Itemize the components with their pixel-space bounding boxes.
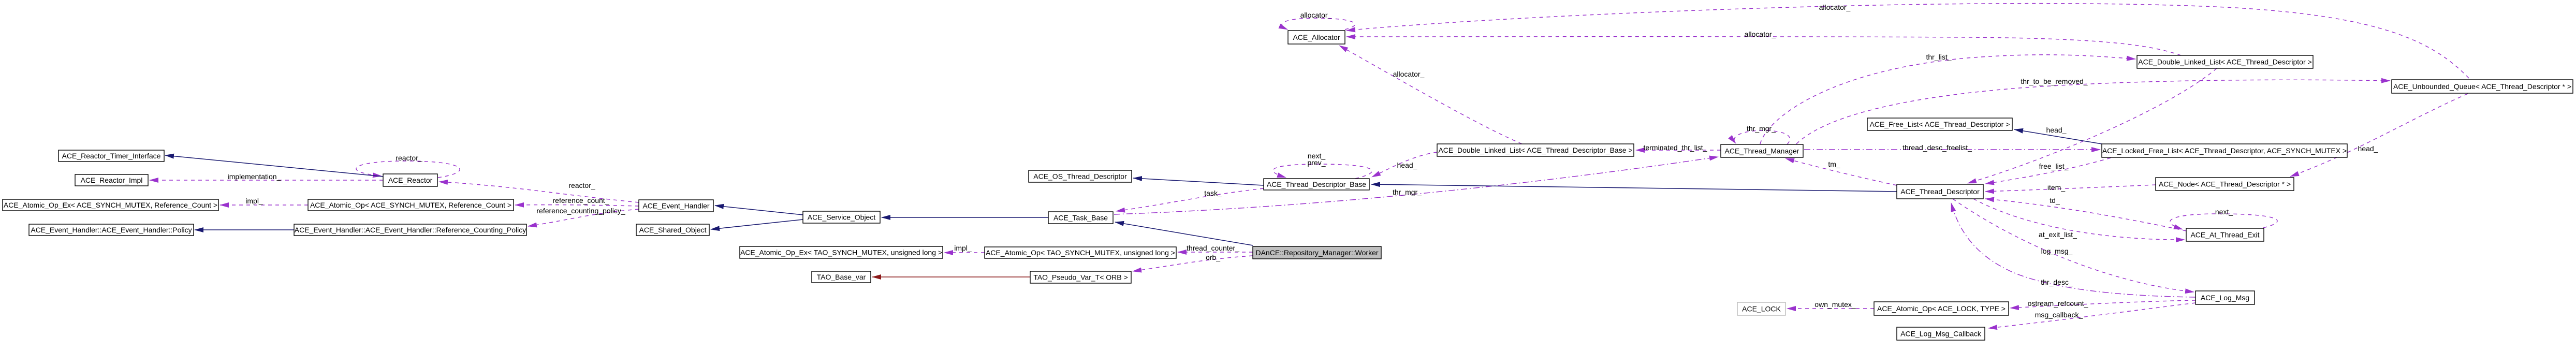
svg-text:log_msg_: log_msg_ (2041, 247, 2073, 255)
svg-text:head_: head_ (2046, 126, 2067, 134)
svg-text:terminated_thr_list_: terminated_thr_list_ (1644, 143, 1707, 152)
svg-text:allocator_: allocator_ (1745, 30, 1776, 38)
svg-text:at_exit_list_: at_exit_list_ (2039, 230, 2077, 239)
svg-text:ACE_Atomic_Op_Ex< TAO_SYNCH_MU: ACE_Atomic_Op_Ex< TAO_SYNCH_MUTEX, unsig… (740, 248, 942, 257)
svg-text:orb_: orb_ (1206, 253, 1220, 261)
svg-text:ACE_Unbounded_Queue< ACE_Threa: ACE_Unbounded_Queue< ACE_Thread_Descript… (2393, 82, 2571, 91)
svg-text:ACE_Atomic_Op_Ex< ACE_SYNCH_MU: ACE_Atomic_Op_Ex< ACE_SYNCH_MUTEX, Refer… (4, 201, 217, 209)
svg-text:impl_: impl_ (954, 244, 972, 252)
svg-text:ACE_Event_Handler::ACE_Event_H: ACE_Event_Handler::ACE_Event_Handler::Re… (295, 226, 526, 234)
svg-text:allocator_: allocator_ (1300, 11, 1332, 19)
svg-text:ACE_Log_Msg_Callback: ACE_Log_Msg_Callback (1900, 330, 1982, 338)
svg-text:reactor_: reactor_ (568, 181, 595, 189)
svg-text:next_: next_ (1308, 152, 1325, 160)
svg-text:thr_mgr_: thr_mgr_ (1747, 124, 1776, 133)
svg-text:ACE_Log_Msg: ACE_Log_Msg (2201, 294, 2249, 302)
svg-text:ACE_Node< ACE_Thread_Descripto: ACE_Node< ACE_Thread_Descriptor * > (2159, 180, 2291, 188)
svg-text:impl_: impl_ (245, 197, 263, 205)
svg-text:reference_count_: reference_count_ (553, 196, 609, 204)
svg-text:tm_: tm_ (1828, 160, 1840, 168)
svg-text:td_: td_ (2050, 196, 2060, 204)
svg-text:ACE_Thread_Manager: ACE_Thread_Manager (1725, 147, 1799, 155)
svg-text:ACE_Shared_Object: ACE_Shared_Object (639, 226, 707, 234)
svg-text:reactor_: reactor_ (396, 154, 422, 162)
svg-text:DAnCE::Repository_Manager::Wor: DAnCE::Repository_Manager::Worker (1255, 248, 1378, 257)
svg-text:thr_mgr_: thr_mgr_ (1393, 188, 1422, 196)
svg-text:ACE_Allocator: ACE_Allocator (1293, 33, 1340, 41)
svg-text:ACE_LOCK: ACE_LOCK (1742, 305, 1781, 313)
svg-text:head_: head_ (2358, 144, 2378, 153)
svg-text:ACE_Reactor_Timer_Interface: ACE_Reactor_Timer_Interface (62, 152, 161, 160)
svg-text:thr_desc_: thr_desc_ (2041, 278, 2073, 286)
svg-text:thr_to_be_removed_: thr_to_be_removed_ (2021, 77, 2087, 85)
svg-text:thread_desc_freelist_: thread_desc_freelist_ (1902, 143, 1972, 152)
svg-text:task_: task_ (1204, 189, 1222, 197)
svg-text:ACE_Event_Handler::ACE_Event_H: ACE_Event_Handler::ACE_Event_Handler::Po… (31, 226, 192, 234)
svg-text:reference_counting_policy_: reference_counting_policy_ (536, 207, 625, 215)
svg-text:thread_counter_: thread_counter_ (1187, 244, 1239, 252)
svg-text:ACE_Thread_Descriptor: ACE_Thread_Descriptor (1900, 187, 1980, 196)
svg-text:ACE_Reactor_Impl: ACE_Reactor_Impl (81, 176, 143, 184)
svg-text:ostream_refcount_: ostream_refcount_ (2028, 299, 2088, 308)
svg-text:msg_callback_: msg_callback_ (2035, 311, 2083, 319)
svg-text:next_: next_ (2215, 208, 2233, 216)
svg-text:thr_list_: thr_list_ (1926, 53, 1951, 61)
svg-text:ACE_Service_Object: ACE_Service_Object (808, 213, 876, 222)
svg-text:item_: item_ (2047, 183, 2065, 192)
svg-text:ACE_Reactor: ACE_Reactor (388, 176, 433, 184)
svg-text:ACE_OS_Thread_Descriptor: ACE_OS_Thread_Descriptor (1033, 172, 1127, 181)
svg-text:ACE_Atomic_Op< ACE_LOCK, TYPE: ACE_Atomic_Op< ACE_LOCK, TYPE > (1877, 304, 2006, 313)
svg-text:prev_: prev_ (1307, 158, 1325, 167)
svg-text:ACE_Double_Linked_List< ACE_Th: ACE_Double_Linked_List< ACE_Thread_Descr… (1438, 146, 1632, 154)
svg-text:allocator_: allocator_ (1393, 70, 1425, 78)
svg-text:own_mutex_: own_mutex_ (1814, 300, 1856, 309)
svg-text:TAO_Base_var: TAO_Base_var (817, 273, 866, 281)
svg-text:ACE_Free_List< ACE_Thread_Desc: ACE_Free_List< ACE_Thread_Descriptor > (1870, 120, 2010, 128)
svg-text:free_list_: free_list_ (2039, 162, 2069, 170)
svg-text:ACE_Atomic_Op< TAO_SYNCH_MUTEX: ACE_Atomic_Op< TAO_SYNCH_MUTEX, unsigned… (986, 248, 1175, 257)
svg-text:ACE_At_Thread_Exit: ACE_At_Thread_Exit (2190, 231, 2259, 239)
svg-text:ACE_Atomic_Op< ACE_SYNCH_MUTEX: ACE_Atomic_Op< ACE_SYNCH_MUTEX, Referenc… (310, 201, 511, 209)
svg-text:TAO_Pseudo_Var_T< ORB >: TAO_Pseudo_Var_T< ORB > (1033, 273, 1128, 282)
svg-text:head_: head_ (1397, 161, 1417, 169)
svg-text:ACE_Thread_Descriptor_Base: ACE_Thread_Descriptor_Base (1267, 180, 1366, 188)
svg-text:allocator_: allocator_ (1819, 3, 1851, 11)
svg-text:ACE_Double_Linked_List< ACE_Th: ACE_Double_Linked_List< ACE_Thread_Descr… (2138, 58, 2311, 66)
svg-text:implementation_: implementation_ (228, 172, 281, 181)
svg-text:ACE_Task_Base: ACE_Task_Base (1053, 214, 1108, 222)
svg-text:ACE_Locked_Free_List< ACE_Thre: ACE_Locked_Free_List< ACE_Thread_Descrip… (2102, 147, 2347, 155)
svg-text:ACE_Event_Handler: ACE_Event_Handler (642, 202, 710, 210)
